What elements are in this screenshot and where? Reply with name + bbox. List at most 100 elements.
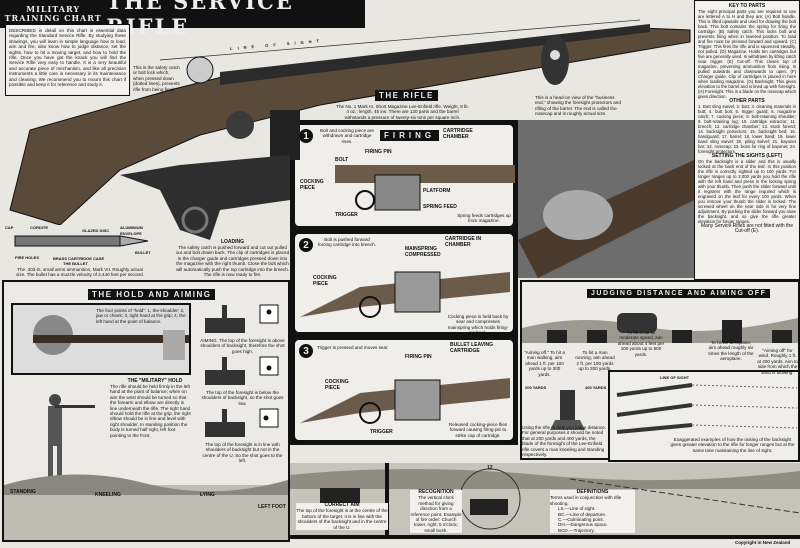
loading-photo: [518, 120, 694, 278]
label: BOLT: [335, 157, 349, 163]
definition-item: BC.—Line of departure.: [558, 511, 607, 517]
position-kneeling: KNEELING: [95, 492, 121, 498]
aim-aeroplane-note: To hit an aeroplane, aim ahead roughly s…: [708, 340, 754, 362]
step-number: 2: [299, 238, 313, 252]
range-sight-icon: [550, 390, 585, 430]
definitions-box: DEFINITIONS Terms used in conjunction wi…: [550, 489, 635, 534]
firing-title: FIRING: [380, 130, 440, 141]
label: CARTRIDGE IN CHAMBER: [445, 236, 482, 248]
aim-running-note: To hit a man running, aim ahead 2 ft. pe…: [575, 350, 615, 372]
trigger-guard: [226, 111, 254, 139]
hold-photo-caption: The four points of "hold": 1, the should…: [96, 308, 186, 324]
loading-drawing: [120, 155, 290, 240]
label: CARTRIDGE CHAMBER: [443, 128, 473, 140]
rifle-section-text: The No. 1 Mark III. Short Magazine Lee-E…: [336, 104, 469, 120]
firing-step-2: 2 Bolt is pushed forward forcing cartrid…: [293, 232, 515, 336]
step-note: Cocking piece is held back by sear and c…: [447, 314, 509, 336]
chart-subtitle: MILITARY TRAINING CHART: [4, 4, 102, 23]
range-200-label: 200 YARDS: [525, 385, 547, 390]
nosecap-head-on-icon: [541, 35, 569, 85]
position-standing: STANDING: [10, 489, 36, 495]
label: PLATFORM: [423, 188, 451, 195]
label: SPRING FEED: [423, 204, 457, 210]
action-drawing: [335, 165, 515, 211]
hold-title: THE HOLD AND AIMING: [88, 289, 216, 300]
hold-photo: The four points of "hold": 1, the should…: [11, 303, 191, 375]
definition-item: BCD.—Trajectory.: [558, 527, 595, 533]
elevation-box: LINE OF SIGHT Exaggerated examples of ho…: [608, 370, 800, 462]
loading-title: LOADING: [220, 239, 245, 245]
cartridge-label: CORDITE: [30, 225, 48, 230]
line-of-sight-line: [159, 19, 641, 61]
military-hold-title: THE "MILITARY" HOLD: [127, 378, 183, 384]
label: COCKING PIECE: [300, 179, 324, 191]
safety-note: This is the safety catch or bolt lock wh…: [133, 65, 180, 92]
elevation-rifles: [616, 383, 798, 434]
step-text: Bolt and cocking piece are withdrawn and…: [320, 128, 374, 144]
copyright-notice: Copyright in New Zealand: [735, 540, 791, 545]
cartridge-label: ALUMINIUM ENVELOPE: [120, 225, 143, 236]
step-number: 1: [299, 129, 313, 143]
action-drawing: [300, 378, 510, 424]
action-drawing: [300, 271, 510, 318]
sight-pictures: [205, 304, 279, 437]
cartridge-caption: The .303-in. small arms ammunition, Mark…: [16, 267, 144, 278]
step-note: Released cocking-piece flies forward cau…: [448, 422, 508, 438]
aim-car-note: To hit a car at moderate speed, aim ahea…: [617, 330, 665, 357]
rifle-section-title: THE RIFLE: [375, 90, 438, 101]
chart-title: THE SERVICE RIFLE: [106, 0, 294, 39]
definitions-intro: Terms used in conjunction with rifle sho…: [550, 495, 622, 506]
recognition-text: The vertical clock method for giving dir…: [410, 495, 462, 533]
definition-item: LS.—Line of sight.: [558, 506, 596, 512]
firing-step-1: 1 Bolt and cocking piece are withdrawn a…: [293, 123, 515, 228]
label: MAINSPRING COMPRESSED: [405, 246, 441, 258]
loading-text: The safety catch is pushed forward and c…: [175, 245, 290, 278]
definition-item: C.—Culminating point.: [558, 517, 604, 523]
key-title: KEY TO PARTS: [728, 3, 766, 9]
firing-step-3: 3 Trigger is pressed and moves sear. BUL…: [293, 338, 515, 442]
rifle-barrel: [220, 24, 650, 85]
label: TRIGGER: [370, 429, 393, 435]
soldiers-illustration: [48, 394, 95, 486]
cartridge-label: GLAZED DISC: [82, 228, 110, 233]
label: FIRING PIN: [365, 149, 392, 155]
aiming-left-caption: The top of the foresight is in line with…: [202, 442, 283, 464]
safety-catch-detail: [186, 56, 214, 84]
range-text: Using the rifle to help you judge distan…: [522, 425, 607, 458]
cartridge-label: CAP: [5, 225, 14, 230]
aim-walking-note: "Aiming off." To hit a man walking, aim …: [524, 350, 565, 377]
sights-title: SETTING THE SIGHTS (LEFT): [711, 153, 783, 159]
military-hold-text: The rifle should be held firmly in the l…: [110, 384, 191, 438]
cartridge-label: THE BULLET: [63, 261, 88, 266]
soldier-aiming-photo: [13, 305, 189, 373]
other-parts-title: OTHER PARTS: [729, 98, 765, 104]
clock-12-label: 12: [487, 465, 493, 471]
judging-title: JUDGING DISTANCE AND AIMING OFF: [587, 289, 771, 298]
aim-wind-note: "Aiming off" for wind. Roughly 1 ft. at …: [757, 348, 798, 375]
aiming-high-caption: AIMING. The top of the foresight is abov…: [200, 338, 285, 354]
cartridge-diagram: [14, 235, 149, 247]
correct-aim-title: CORRECT AIM: [324, 502, 360, 508]
header-band: MILITARY TRAINING CHART THE SERVICE RIFL…: [0, 0, 365, 39]
aiming-low-caption: The top of the foresight is below the sh…: [201, 390, 284, 406]
judging-landscape: [522, 313, 798, 343]
position-left-foot: LEFT FOOT: [258, 504, 286, 510]
correct-aim-text: The top of the foresight is at the centr…: [296, 508, 388, 530]
label: FIRING PIN: [405, 354, 432, 360]
key-text: The eight principal parts you are requir…: [698, 9, 796, 99]
label: COCKING PIECE: [325, 379, 349, 391]
intro-box: DESCRIBED in detail on this chart is ess…: [5, 24, 130, 96]
key-to-parts-panel: KEY TO PARTS The eight principal parts y…: [694, 0, 800, 280]
head-on-note: This is a head-on view of the "business …: [535, 95, 621, 117]
cartridge-label: BRASS CARTRIDGE CASE: [53, 256, 105, 261]
recognition-title: RECOGNITION: [418, 489, 454, 495]
cartridge-label: BULLET: [135, 250, 151, 255]
label: BULLET LEAVING CARTRIDGE: [450, 342, 493, 354]
position-lying: LYING: [200, 492, 215, 498]
magazine: [270, 110, 300, 160]
definition-item: DH.—Dangerous space.: [558, 522, 608, 528]
step-text: Bolt is pushed forward forcing cartridge…: [317, 237, 377, 248]
bottom-rule: [290, 535, 800, 539]
